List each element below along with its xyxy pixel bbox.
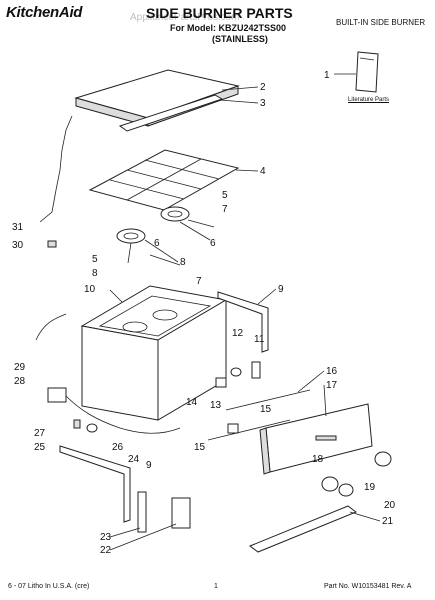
knob-bezel-1	[338, 483, 354, 497]
callout-29: 29	[14, 362, 26, 373]
burner-grate-part	[88, 149, 240, 211]
callout-4: 4	[260, 166, 266, 177]
callout-15b: 15	[194, 442, 206, 453]
literature-label: Literature Parts	[348, 97, 390, 103]
callout-21: 21	[382, 516, 394, 527]
finish-line: (STAINLESS)	[212, 34, 268, 44]
diagram-title: SIDE BURNER PARTS	[146, 5, 293, 21]
callout-9b: 9	[146, 460, 152, 471]
footer-part-number: Part No. W10153481 Rev. A	[324, 583, 412, 590]
power-cord-part	[65, 395, 181, 434]
callout-7b: 7	[196, 276, 202, 287]
callout-6b: 6	[210, 238, 216, 249]
callout-28: 28	[14, 376, 26, 387]
side-bracket-lower	[59, 445, 131, 523]
callout-16: 16	[326, 366, 338, 377]
callout-9a: 9	[278, 284, 284, 295]
callout-8a: 8	[92, 268, 98, 279]
control-knob-1	[374, 451, 392, 467]
callout-12: 12	[232, 328, 244, 339]
callout-2: 2	[260, 82, 266, 93]
side-bracket-upper	[217, 291, 269, 353]
orifice-part	[230, 367, 242, 377]
literature-booklet-part	[355, 51, 379, 93]
lid-trim-part	[118, 94, 224, 132]
transformer-part	[47, 387, 67, 403]
footer-page-number: 1	[214, 583, 218, 590]
brand-logo: KitchenAid	[6, 4, 83, 21]
burner-box-part	[80, 285, 228, 421]
gas-hose-part	[35, 313, 67, 341]
callout-26: 26	[112, 442, 124, 453]
callout-25: 25	[34, 442, 46, 453]
wire-harness-part	[39, 115, 73, 223]
callout-31: 31	[12, 222, 24, 233]
callout-6a: 6	[154, 238, 160, 249]
mounting-bracket-1	[137, 491, 147, 533]
callout-5b: 5	[92, 254, 98, 265]
callout-24: 24	[128, 454, 140, 465]
callout-23: 23	[100, 532, 112, 543]
callout-13: 13	[210, 400, 222, 411]
knob-part	[86, 423, 98, 433]
callout-7a: 7	[222, 204, 228, 215]
callout-17: 17	[326, 380, 338, 391]
callout-15a: 15	[260, 404, 272, 415]
regulator-part	[251, 361, 261, 379]
toe-kick-part	[248, 505, 358, 553]
valve-part-2	[227, 423, 239, 434]
valve-part	[215, 377, 227, 388]
callout-8b: 8	[180, 257, 186, 268]
gas-manifold-part	[225, 389, 311, 411]
callout-18: 18	[312, 454, 324, 465]
callout-1: 1	[324, 70, 330, 81]
watermark: AppliancePartsPros.com	[130, 12, 240, 23]
callout-30: 30	[12, 240, 24, 251]
control-panel-part	[259, 403, 373, 475]
burner-head-left	[116, 228, 146, 244]
panel-badge	[315, 435, 337, 441]
model-line: For Model: KBZU242TSS00	[170, 23, 287, 33]
connector-part	[47, 240, 57, 248]
callout-20: 20	[384, 500, 396, 511]
callout-27: 27	[34, 428, 46, 439]
callout-11: 11	[254, 334, 265, 345]
callout-14: 14	[186, 397, 198, 408]
footer-litho: 6 - 07 Litho In U.S.A. (cre)	[8, 583, 90, 590]
category-label: BUILT-IN SIDE BURNER	[336, 18, 426, 27]
callout-22: 22	[100, 545, 112, 556]
callout-3: 3	[260, 98, 266, 109]
callout-19: 19	[364, 482, 376, 493]
mounting-bracket-2	[171, 497, 191, 529]
burner-head-right	[160, 206, 190, 222]
control-knob-2	[321, 476, 339, 492]
switch-part	[73, 419, 81, 429]
callout-5a: 5	[222, 190, 228, 201]
callout-10: 10	[84, 284, 96, 295]
